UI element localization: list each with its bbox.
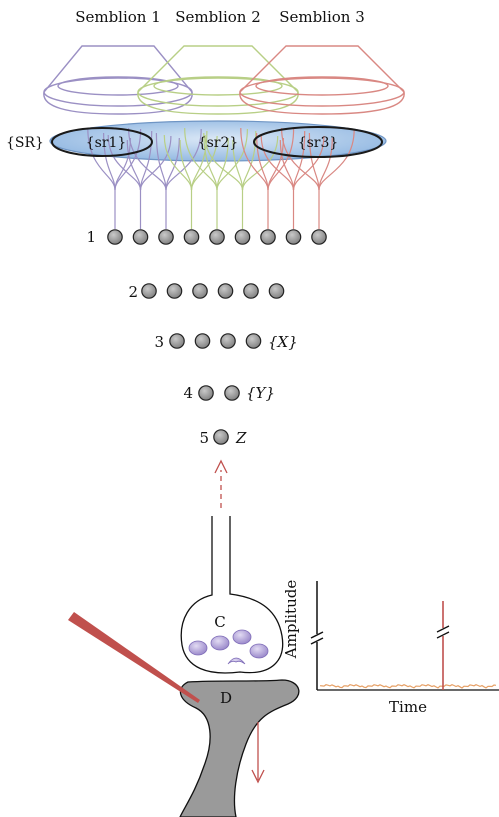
neuron-node (213, 429, 229, 445)
fiber-branch (318, 128, 355, 191)
sr1-label: {sr1} (86, 135, 127, 151)
fiber-branch (203, 132, 218, 191)
layer-3: 3 {X} (154, 333, 297, 351)
layer-4-number: 4 (183, 384, 193, 402)
neuron-node (141, 283, 157, 299)
baseline-noise (319, 684, 497, 689)
layer-3-set-label: {X} (268, 333, 298, 351)
neuron-node (132, 229, 149, 245)
sr2-label: {sr2} (198, 135, 239, 151)
neuron-node (285, 229, 302, 245)
neuron-node (243, 283, 259, 299)
downward-current-arrow (251, 722, 265, 784)
postsynaptic-dendrite (179, 679, 300, 817)
fiber-branch (179, 139, 193, 191)
fiber-branch (204, 134, 244, 191)
vesicle (210, 635, 230, 651)
fiber-branch (232, 139, 244, 191)
vesicle (232, 629, 252, 645)
response-spike (436, 601, 450, 690)
neuron-node (260, 229, 276, 245)
neuron-node (166, 283, 183, 299)
fiber-branch (114, 128, 142, 191)
sr3-label: {sr3} (298, 135, 339, 151)
fusing-vesicle (227, 657, 246, 665)
plot-xlabel: Time (389, 698, 427, 716)
neuron-node (158, 229, 174, 245)
layer-5-output-label: Z (235, 429, 247, 447)
fiber-branch (267, 128, 295, 191)
fiber-branch (241, 135, 279, 191)
neuron-node (224, 385, 240, 401)
fiber-branch (190, 135, 218, 191)
layer-5-number: 5 (199, 429, 209, 447)
neuron-node (217, 283, 234, 299)
fiber-branch (139, 135, 172, 191)
fiber-branch (216, 128, 248, 191)
fiber-branch (165, 128, 202, 191)
neuron-node (245, 333, 262, 349)
neuron-node (220, 333, 236, 349)
semblion-1-label: Semblion 1 (75, 8, 161, 26)
sr1-ellipse (51, 127, 153, 157)
layer-2: 2 (128, 283, 285, 301)
recording-electrode (68, 612, 200, 703)
postsynaptic-label: D (220, 689, 232, 707)
neuron-node (311, 229, 327, 245)
neuron-node (194, 333, 211, 349)
fiber-branch (256, 132, 269, 191)
neuron-node (268, 283, 285, 299)
layer-2-number: 2 (128, 283, 138, 301)
layer-4: 4 {Y} (183, 384, 275, 402)
neuron-node (169, 333, 185, 349)
fiber-branch (103, 132, 116, 191)
synaptic-vesicles (188, 629, 269, 665)
semblion-2-cone (137, 45, 299, 115)
fiber-branch (126, 139, 142, 191)
neuron-node (107, 229, 123, 245)
amplitude-trace-plot: Amplitude Time (282, 580, 499, 716)
fiber-branch (281, 127, 320, 191)
neuron-node (234, 229, 251, 245)
neuron-node (183, 229, 200, 245)
layer-1: 1 (86, 228, 327, 246)
fiber-branch (128, 127, 167, 191)
semblion-3-cone (239, 45, 405, 115)
layer-3-number: 3 (154, 333, 164, 351)
fiber-branch (279, 139, 295, 191)
layer-5: 5 Z (199, 429, 247, 447)
semblion-1-cone (43, 45, 193, 115)
neuron-node (198, 385, 214, 401)
plot-ylabel: Amplitude (282, 580, 300, 660)
vesicle (249, 643, 269, 659)
sr3-ellipse (253, 126, 383, 158)
fiber-branch (155, 132, 167, 191)
vesicle (188, 640, 208, 656)
semblion-2-label: Semblion 2 (175, 8, 261, 26)
y-axis (310, 581, 324, 690)
semblion-3-label: Semblion 3 (279, 8, 365, 26)
layer-1-number: 1 (86, 228, 96, 246)
upward-signal-arrow (214, 459, 228, 508)
semblion-cones (43, 45, 405, 115)
presynaptic-terminal (180, 516, 284, 674)
fiber-branch (308, 132, 320, 191)
layer-4-set-label: {Y} (246, 384, 275, 402)
fiber-branch (292, 135, 325, 191)
presynaptic-label: C (214, 613, 225, 631)
neuron-node (209, 229, 225, 245)
sr-set-label: {SR} (6, 135, 44, 151)
neuron-node (192, 283, 208, 299)
